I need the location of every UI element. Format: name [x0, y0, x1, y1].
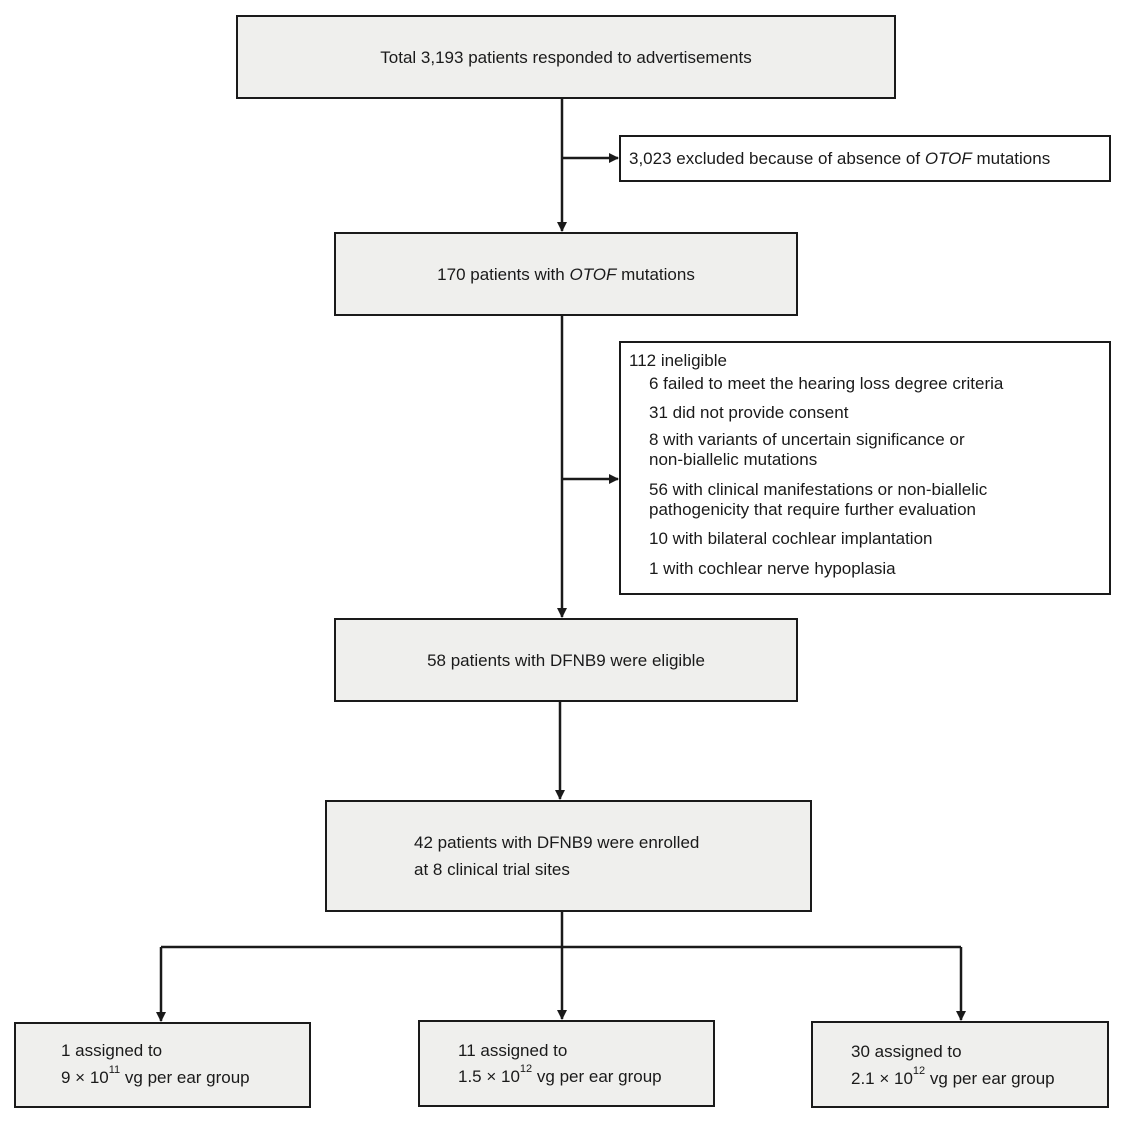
- dose-group-2-count: 11 assigned to: [458, 1041, 568, 1060]
- enrolled-line-1: 42 patients with DFNB9 were enrolled: [414, 833, 700, 852]
- dose-group-2-dose: 1.5 × 1012 vg per ear group: [458, 1063, 662, 1086]
- dose-group-3-dose: 2.1 × 1012 vg per ear group: [851, 1065, 1055, 1088]
- ineligible-reason-uncertain-variants: 8 with variants of uncertain significanc…: [649, 430, 965, 469]
- enrolled-patients-box: 42 patients with DFNB9 were enrolled at …: [325, 800, 812, 912]
- ineligible-reason-cochlear-implantation: 10 with bilateral cochlear implantation: [649, 529, 933, 548]
- total-patients-text: Total 3,193 patients responded to advert…: [380, 47, 752, 67]
- dose-group-3-box: 30 assigned to 2.1 × 1012 vg per ear gro…: [811, 1021, 1109, 1108]
- dose-group-3-count: 30 assigned to: [851, 1042, 962, 1061]
- enrolled-line-2: at 8 clinical trial sites: [414, 860, 570, 879]
- ineligible-title: 112 ineligible: [629, 351, 727, 370]
- excluded-text: 3,023 excluded because of absence of OTO…: [629, 149, 1051, 168]
- ineligible-box: 112 ineligible 6 failed to meet the hear…: [619, 341, 1111, 595]
- dose-group-1-count: 1 assigned to: [61, 1041, 163, 1060]
- excluded-box: 3,023 excluded because of absence of OTO…: [619, 135, 1111, 182]
- otof-patients-box: 170 patients with OTOF mutations: [334, 232, 798, 316]
- total-patients-box: Total 3,193 patients responded to advert…: [236, 15, 896, 99]
- ineligible-reason-clinical-manifestations: 56 with clinical manifestations or non-b…: [649, 480, 988, 519]
- dose-group-2-box: 11 assigned to 1.5 × 1012 vg per ear gro…: [418, 1020, 715, 1107]
- eligible-patients-box: 58 patients with DFNB9 were eligible: [334, 618, 798, 702]
- ineligible-reason-hearing-loss: 6 failed to meet the hearing loss degree…: [649, 374, 1004, 393]
- otof-patients-text: 170 patients with OTOF mutations: [437, 264, 695, 284]
- dose-group-1-box: 1 assigned to 9 × 1011 vg per ear group: [14, 1022, 311, 1108]
- ineligible-reason-no-consent: 31 did not provide consent: [649, 403, 849, 422]
- ineligible-reason-nerve-hypoplasia: 1 with cochlear nerve hypoplasia: [649, 559, 896, 578]
- eligible-patients-text: 58 patients with DFNB9 were eligible: [427, 650, 705, 670]
- dose-group-1-dose: 9 × 1011 vg per ear group: [61, 1064, 250, 1087]
